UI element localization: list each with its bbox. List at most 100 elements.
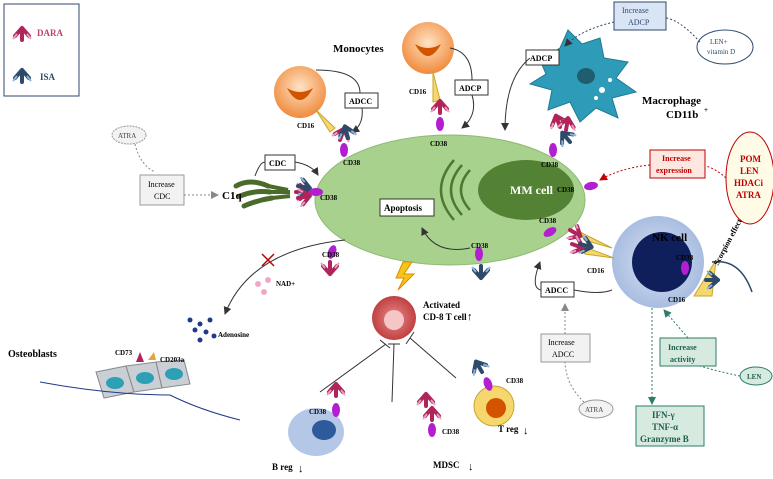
treg-label: T reg [498, 424, 519, 434]
svg-text:CD38: CD38 [322, 251, 340, 259]
t-cell-line1: Activated [423, 300, 460, 310]
nad-dots [255, 277, 271, 295]
svg-text:ATRA: ATRA [585, 406, 603, 414]
cd38-breg: CD38 [309, 408, 327, 416]
svg-text:CD38: CD38 [343, 159, 361, 167]
cd16-nk-right: CD16 [668, 296, 686, 304]
macrophage-label: Macrophage [642, 95, 701, 107]
cd38-mdsc [415, 392, 443, 437]
macrophage [528, 29, 638, 123]
svg-text:↓: ↓ [523, 425, 529, 437]
cd38-bottom-left: CD38 [319, 244, 341, 276]
svg-text:CD38: CD38 [430, 140, 448, 148]
svg-text:CDC: CDC [269, 159, 287, 168]
nk-cell-label: NK cell [652, 232, 687, 244]
legend: DARA ISA [3, 3, 80, 97]
apoptosis-signal [439, 159, 471, 221]
svg-text:CDC: CDC [154, 192, 170, 201]
svg-text:TNF-α: TNF-α [652, 422, 678, 432]
svg-text:Increase: Increase [548, 338, 575, 347]
svg-text:CD38: CD38 [541, 161, 559, 169]
block-mark [261, 253, 275, 267]
increase-adcp-box: Increase ADCP [613, 1, 667, 31]
increase-cdc-box: Increase CDC [139, 174, 185, 206]
cd38-top-left: CD38 [329, 122, 361, 167]
atra-top-left: ATRA [111, 125, 147, 145]
svg-text:activity: activity [670, 355, 695, 364]
svg-text:Increase: Increase [662, 154, 691, 163]
svg-text:ATRA: ATRA [118, 132, 136, 140]
drugs-oval: POM LEN HDACi ATRA [725, 131, 773, 225]
macrophage-marker: CD11b [666, 109, 698, 121]
legend-dara: DARA [37, 28, 63, 38]
svg-text:↓: ↓ [298, 463, 304, 475]
adenosine-dots [187, 317, 217, 343]
svg-text:ADCC: ADCC [349, 97, 372, 106]
mm-nucleus [478, 160, 574, 220]
svg-text:ADCP: ADCP [628, 18, 650, 27]
adcc-box-nk: ADCC [540, 281, 575, 298]
svg-text:ATRA: ATRA [736, 190, 761, 200]
svg-text:LEN: LEN [747, 373, 761, 381]
svg-text:↑: ↑ [467, 311, 473, 323]
c1q-complex [233, 175, 323, 209]
nk-cell [612, 216, 704, 308]
mdsc-label: MDSC [433, 460, 460, 470]
cd38-right: CD38 [557, 180, 599, 194]
monocytes-label: Monocytes [333, 43, 384, 55]
svg-text:CD38: CD38 [557, 186, 575, 194]
svg-text:↓: ↓ [468, 461, 474, 473]
svg-text:expression: expression [656, 166, 692, 175]
cd203a-label: CD203a [160, 356, 185, 364]
cd38-top: CD38 [429, 99, 451, 148]
svg-text:ADCP: ADCP [459, 84, 481, 93]
cd38-nk-right: CD38 [676, 254, 694, 262]
lightning-icon [395, 261, 416, 291]
activated-t-cell [372, 296, 416, 340]
increase-expression-box: Increase expression [649, 149, 706, 179]
cdc-box: CDC [264, 154, 296, 171]
svg-text:vitamin D: vitamin D [707, 48, 735, 56]
svg-text:Granzyme B: Granzyme B [640, 434, 689, 444]
t-reg-cell [466, 355, 515, 427]
len-vitd-oval: LEN+ vitamin D [696, 29, 754, 65]
cd38-treg: CD38 [506, 377, 524, 385]
mm-cell-label: MM cell [510, 183, 554, 197]
scorpion-label: Scorpion effect [712, 217, 744, 267]
svg-text:IFN-γ: IFN-γ [652, 410, 675, 420]
svg-text:Increase: Increase [622, 6, 649, 15]
monocyte-left [274, 66, 326, 118]
svg-text:HDACi: HDACi [734, 178, 763, 188]
scorpion-curve [711, 260, 753, 293]
osteoblasts-label: Osteoblasts [8, 349, 57, 360]
svg-text:Increase: Increase [148, 180, 175, 189]
adenosine-label: Adenosine [218, 331, 249, 339]
svg-text:CD38: CD38 [471, 242, 489, 250]
svg-text:Apoptosis: Apoptosis [384, 203, 423, 213]
svg-text:LEN: LEN [740, 166, 759, 176]
cd38-top-right: CD38 [541, 110, 579, 169]
breg-label: B reg [272, 462, 293, 472]
len-oval: LEN [739, 366, 773, 386]
increase-adcc-box: Increase ADCC [540, 333, 591, 363]
cd16-label-left: CD16 [297, 122, 315, 130]
c1q-label: C1q [222, 190, 242, 202]
adcp-box-right: ADCP [525, 49, 560, 66]
svg-text:+: + [704, 106, 708, 114]
nad-label: NAD+ [276, 280, 295, 288]
t-cell-line2: CD-8 T cell [423, 312, 467, 322]
svg-text:POM: POM [740, 154, 761, 164]
mm-cell: MM cell [314, 134, 586, 266]
cd38-bottom: CD38 [470, 242, 492, 280]
cd38-nk-label: CD38 [539, 217, 557, 225]
svg-text:ADCP: ADCP [530, 54, 552, 63]
atra-bottom: ATRA [578, 399, 614, 419]
cd38-left-label: CD38 [320, 194, 338, 202]
osteoblasts-group [39, 352, 241, 421]
nk-receptors [541, 220, 720, 297]
b-reg-cell [288, 382, 347, 456]
apoptosis-box: Apoptosis [379, 198, 435, 217]
svg-text:Increase: Increase [668, 343, 697, 352]
svg-text:ADCC: ADCC [545, 286, 568, 295]
